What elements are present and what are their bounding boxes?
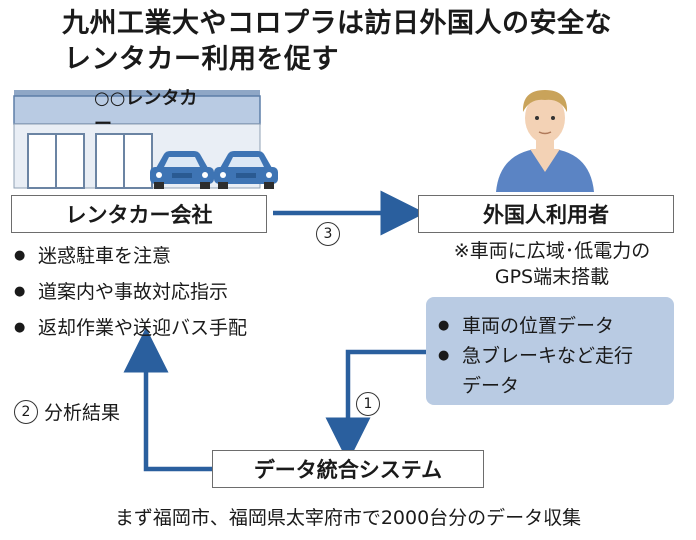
title-line-1: 九州工業大やコロプラは訪日外国人の安全な [62,8,612,39]
step-2-text: 分析結果 [44,402,121,424]
step-1-label: 1 [356,392,386,416]
list-item-text-cont: データ [462,375,520,397]
footer-caption: まず福岡市、福岡県太宰府市で2000台分のデータ収集 [114,507,582,529]
data-integration-system-box: データ統合システム [212,450,484,488]
foreign-visitor-person-icon [496,90,594,192]
step-3-number: 3 [316,222,340,246]
list-item: 返却作業や送迎バス手配 [12,310,247,346]
step-1-number: 1 [356,392,380,416]
gps-note: ※車両に広域･低電力の GPS端末搭載 [418,238,686,290]
rental-company-box: レンタカー会社 [11,195,267,233]
arrow-1 [325,349,426,463]
title-line-2: レンタカー利用を促す [64,44,339,75]
gps-note-line-1: ※車両に広域･低電力の [453,240,651,262]
company-actions-list: 迷惑駐車を注意 道案内や事故対応指示 返却作業や送迎バス手配 [12,238,247,346]
car-icon [214,151,278,189]
list-item: 迷惑駐車を注意 [12,238,247,274]
step-3-label: 3 [316,222,346,246]
step-2-number: 2 [14,399,38,424]
list-item-text: 急ブレーキなど走行 [462,345,634,367]
store-sign: ○○レンタカー [94,88,198,135]
list-item: 道案内や事故対応指示 [12,274,247,310]
foreign-user-box: 外国人利用者 [418,195,674,233]
car-icon [150,151,214,189]
gps-note-line-2: GPS端末搭載 [494,266,610,288]
step-2-label: 2 分析結果 [14,398,120,425]
arrow-2 [123,327,214,472]
diagram-title: 九州工業大やコロプラは訪日外国人の安全な レンタカー利用を促す [62,6,612,78]
list-item: 車両の位置データ [436,311,674,341]
